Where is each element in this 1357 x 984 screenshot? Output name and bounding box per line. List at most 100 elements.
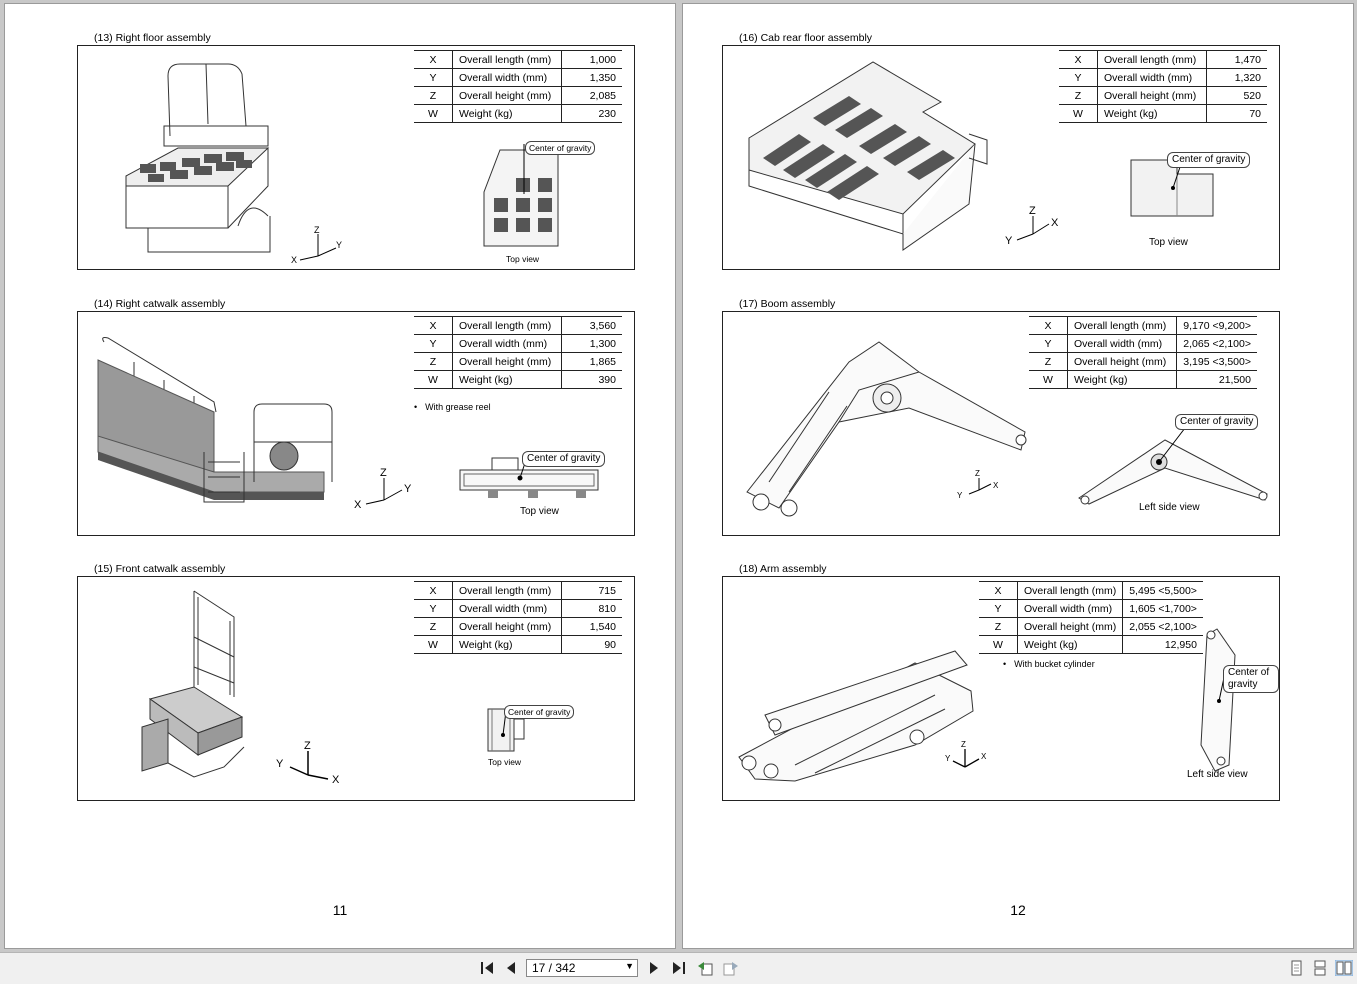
spec-value: 1,470 [1206,50,1267,69]
last-page-icon[interactable] [669,960,687,976]
view-label-top: Top view [506,254,540,264]
spec-name: Overall width (mm) [452,68,562,87]
spec-value: 21,500 [1176,370,1257,389]
spec-axis: Z [414,617,453,636]
spec-name: Overall width (mm) [1097,68,1207,87]
spec-axis: W [414,104,453,123]
axis-x-label: X [332,774,340,785]
spec-axis: X [414,581,453,600]
spec-name: Overall height (mm) [452,352,562,371]
axis-triad-boom: Z X Y [957,469,999,500]
spec-name: Overall width (mm) [1067,334,1177,353]
axis-triad-right-catwalk: Z Y X [354,467,412,509]
spec-axis: W [414,370,453,389]
spec-axis: W [1059,104,1098,123]
spec-name: Weight (kg) [1067,370,1177,389]
axis-triad-front-catwalk: Z X Y [276,740,340,785]
spec-value: 1,540 [561,617,622,636]
axis-y-label: Y [336,240,342,250]
spec-value: 2,085 [561,86,622,105]
spec-value: 2,065 <2,100> [1176,334,1257,353]
view-label-top: Top view [520,506,559,517]
section-title-front-catwalk: (15) Front catwalk assembly [94,563,226,575]
view-label-left-side: Left side view [1139,502,1200,513]
next-page-icon[interactable] [645,960,663,976]
spec-axis: Z [1059,86,1098,105]
callout-center-of-gravity: Center of gravity [1223,665,1279,693]
spec-value: 1,000 [561,50,622,69]
spec-value: 90 [561,635,622,654]
facing-view-icon[interactable] [1335,960,1353,976]
spec-axis: X [414,316,453,335]
axis-x-label: X [354,499,362,509]
view-label-left-side: Left side view [1187,769,1248,780]
spec-name: Overall length (mm) [452,50,562,69]
side-view-boom [1078,427,1268,505]
viewer-toolbar: 17 / 342 ▼ [0,952,1357,984]
spec-axis: X [979,581,1018,600]
spec-axis: Y [1029,334,1068,353]
next-view-icon[interactable] [722,960,740,976]
spec-value: 3,560 [561,316,622,335]
spec-axis: Y [979,599,1018,618]
spec-value: 3,195 <3,500> [1176,352,1257,371]
spec-name: Weight (kg) [1017,635,1124,654]
spec-value: 9,170 <9,200> [1176,316,1257,335]
page-number-select[interactable]: 17 / 342 ▼ [526,959,638,977]
axis-y-label: Y [957,491,963,500]
axis-y-label: Y [404,483,412,495]
spec-axis: Y [1059,68,1098,87]
callout-center-of-gravity: Center of gravity [522,451,606,467]
callout-center-of-gravity: Center of gravity [1175,414,1259,430]
spec-name: Overall height (mm) [452,617,562,636]
first-page-icon[interactable] [479,960,497,976]
section-title-right-catwalk: (14) Right catwalk assembly [94,298,226,310]
spec-axis: X [1029,316,1068,335]
view-label-top: Top view [1149,237,1188,248]
axis-z-label: Z [304,740,311,752]
previous-view-icon[interactable] [696,960,714,976]
continuous-view-icon[interactable] [1311,960,1329,976]
spec-value: 12,950 [1122,635,1203,654]
axis-triad-arm: Z X Y [945,740,987,768]
spec-axis: Z [414,86,453,105]
spec-axis: Z [414,352,453,371]
axis-z-label: Z [380,467,387,479]
single-page-view-icon[interactable] [1287,960,1305,976]
right-floor-drawing [125,63,271,253]
spec-name: Weight (kg) [452,635,562,654]
spec-value: 715 [561,581,622,600]
spec-value: 70 [1206,104,1267,123]
axis-z-label: Z [1029,205,1036,217]
spec-value: 1,320 [1206,68,1267,87]
axis-x-label: X [993,481,999,490]
spec-axis: Y [414,68,453,87]
spec-value: 1,865 [561,352,622,371]
spec-name: Overall length (mm) [452,581,562,600]
spec-value: 390 [561,370,622,389]
page-indicator: 17 / 342 [532,961,576,975]
axis-z-label: Z [961,740,966,749]
spec-axis: W [1029,370,1068,389]
previous-page-icon[interactable] [502,960,520,976]
